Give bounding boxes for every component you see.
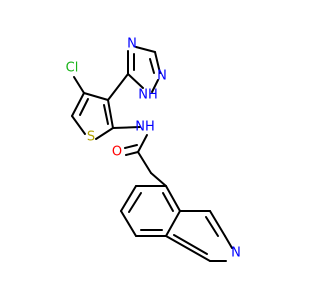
bond-c3-c2-inner [103,104,109,125]
bond-c4-cl [73,76,85,94]
bond-triazole-n1-c5 [154,51,161,74]
bond-c4a-c5 [165,185,181,212]
bond-c4-c3 [209,210,226,237]
sulfur-label: S [87,130,95,145]
bond-thiophene-triazole [107,73,129,101]
bond-right-inner-1 [205,216,219,237]
bond-right-inner-2 [173,234,208,255]
bond-c6-c7 [120,185,137,212]
bond-triazole-inner-2 [149,58,155,74]
bond-triazole-n1-n2 [151,79,159,93]
bond-c7-c8 [120,210,137,237]
bond-layer [71,46,233,262]
triazole-n1-label: N [157,69,167,84]
bond-triazole-c3-n2 [127,73,144,89]
bond-ch2-isoquinoline [150,172,167,187]
bond-c2-s [95,127,114,140]
bond-triazole-c5-n4 [135,46,156,53]
bond-c3-n2 [224,235,233,249]
amide-nh-label: NH [135,120,155,135]
bond-c5-c4-inner [79,98,89,116]
bond-left-inner-1 [128,192,142,213]
bond-carbonyl-oxygen [125,151,139,156]
atom-label-layer: Cl S NH O N N NH N [66,37,241,261]
bond-c4-c3 [83,92,109,101]
bond-carbonyl-ch2 [137,151,152,174]
molecule-structure: Cl S NH O N N NH N [66,37,241,262]
bond-c8a-c4a [165,210,181,237]
chlorine-label: Cl [66,61,79,76]
bond-s-c5 [71,115,86,135]
bond-c3-c2 [107,99,114,129]
oxygen-label: O [112,145,122,160]
triazole-n4-label: N [127,37,137,52]
bond-carbonyl-oxygen-double [124,144,138,149]
bond-c2-nh [112,126,141,129]
triazole-nh-label: NH [138,88,158,103]
bond-nh-carbonyl [137,134,148,153]
bond-c1-c8a [165,235,211,262]
bond-left-inner-3 [162,192,174,212]
isoquinoline-n-label: N [231,246,241,261]
bond-c5-c4 [71,92,85,117]
